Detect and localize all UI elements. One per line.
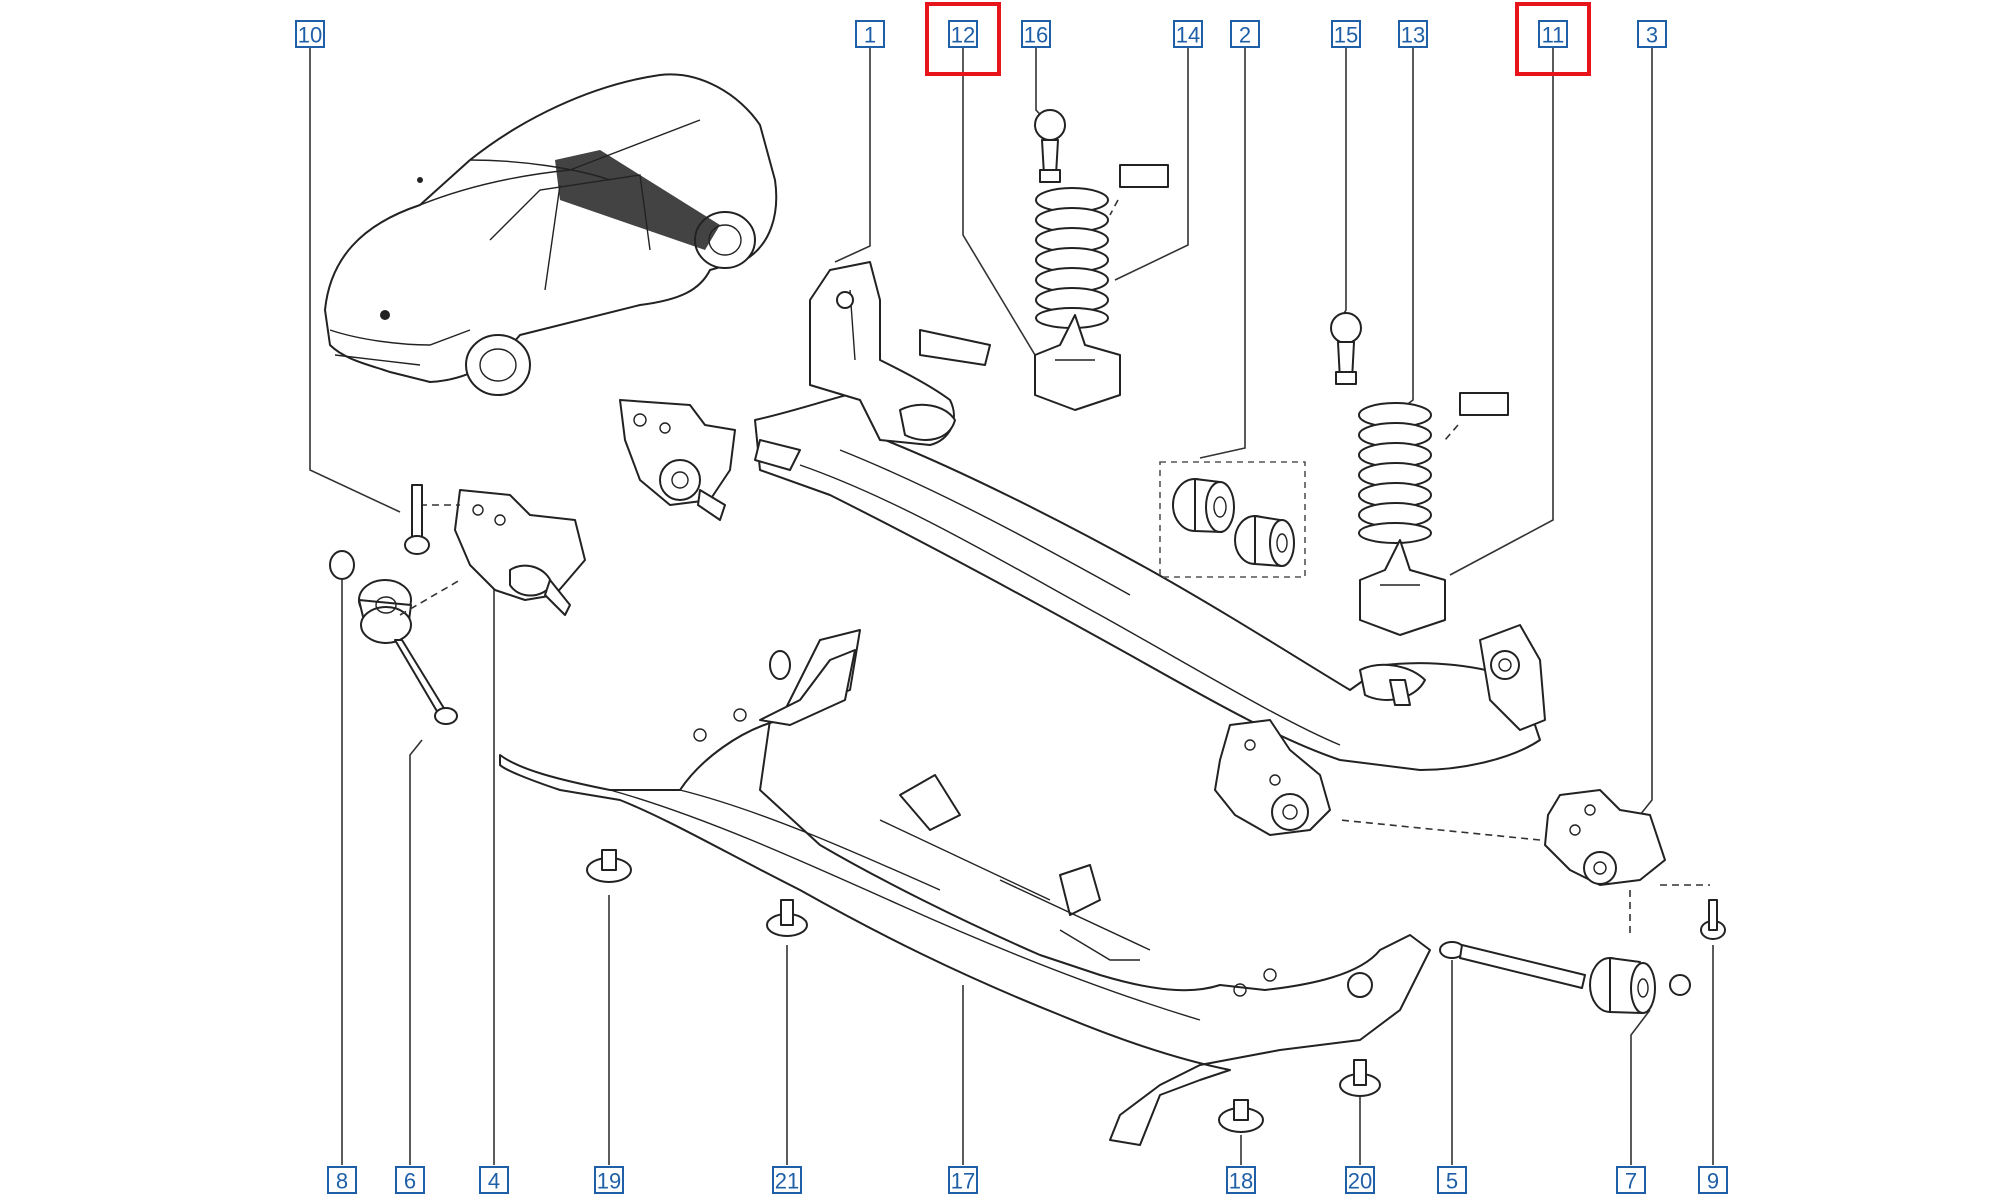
callout-number: 21 [775, 1169, 799, 1194]
callout-box [948, 20, 978, 48]
callout-12: 12 [925, 2, 1001, 76]
callout-number: 14 [1176, 23, 1200, 48]
callout-number: 2 [1239, 23, 1251, 48]
callout-7: 7 [1616, 1166, 1646, 1194]
right-bracket [1339, 789, 1666, 935]
callout-box [295, 20, 325, 48]
callout-8: 8 [327, 1166, 357, 1194]
car-illustration [324, 73, 778, 396]
callout-number: 17 [951, 1169, 975, 1194]
underbody-subframe [499, 629, 1431, 1146]
callout-number: 4 [488, 1169, 500, 1194]
callout-number: 19 [597, 1169, 621, 1194]
callout-box [1226, 1166, 1256, 1194]
callout-2: 2 [1230, 20, 1260, 48]
callout-19: 19 [594, 1166, 624, 1194]
callout-number: 5 [1446, 1169, 1458, 1194]
callout-number: 6 [404, 1169, 416, 1194]
left-spring-assembly [1034, 109, 1169, 411]
callout-number: 13 [1401, 23, 1425, 48]
callout-number: 11 [1542, 23, 1565, 48]
callout-9: 9 [1698, 1166, 1728, 1194]
callout-box [1538, 20, 1568, 48]
callout-box [855, 20, 885, 48]
callout-number: 8 [336, 1169, 348, 1194]
callout-14: 14 [1173, 20, 1203, 48]
callout-12-highlight [925, 2, 1001, 76]
callout-20: 20 [1345, 1166, 1375, 1194]
right-spring-assembly [1330, 312, 1509, 636]
callout-number: 15 [1334, 23, 1358, 48]
callout-13: 13 [1398, 20, 1428, 48]
callout-number: 3 [1646, 23, 1658, 48]
callout-21: 21 [772, 1166, 802, 1194]
callout-16: 16 [1021, 20, 1051, 48]
callout-number: 12 [951, 23, 975, 48]
callout-1: 1 [855, 20, 885, 48]
beam-left-mount [619, 399, 801, 521]
bushing-kit [1159, 461, 1306, 578]
callout-11-highlight [1515, 2, 1591, 76]
callout-box [1616, 1166, 1646, 1194]
callout-box [1331, 20, 1361, 48]
callout-box [1698, 1166, 1728, 1194]
callout-labels: 10 1 12 16 14 2 15 13 11 3 8 6 4 19 21 17 18 20 5 7 9 [295, 2, 1728, 1194]
callout-box [1345, 1166, 1375, 1194]
rear-axle-beam [754, 261, 1546, 771]
bottom-fasteners [586, 849, 1726, 1133]
callout-number: 1 [864, 23, 876, 48]
callout-box [1398, 20, 1428, 48]
callout-11: 11 [1515, 2, 1591, 76]
callout-box [594, 1166, 624, 1194]
leader-lines [309, 44, 1714, 1165]
callout-box [948, 1166, 978, 1194]
callout-4: 4 [479, 1166, 509, 1194]
callout-5: 5 [1437, 1166, 1467, 1194]
callout-number: 10 [298, 23, 322, 48]
callout-17: 17 [948, 1166, 978, 1194]
callout-box [1173, 20, 1203, 48]
callout-box [1637, 20, 1667, 48]
left-fasteners [329, 484, 461, 725]
callout-number: 16 [1024, 23, 1048, 48]
callout-box [479, 1166, 509, 1194]
callout-10: 10 [295, 20, 325, 48]
callout-15: 15 [1331, 20, 1361, 48]
callout-number: 18 [1229, 1169, 1253, 1194]
callout-3: 3 [1637, 20, 1667, 48]
callout-box [772, 1166, 802, 1194]
callout-number: 20 [1348, 1169, 1372, 1194]
callout-box [1021, 20, 1051, 48]
beam-right-mount [1214, 719, 1331, 836]
callout-box [327, 1166, 357, 1194]
callout-box [1437, 1166, 1467, 1194]
callout-box [1230, 20, 1260, 48]
callout-number: 9 [1707, 1169, 1719, 1194]
callout-6: 6 [395, 1166, 425, 1194]
callout-18: 18 [1226, 1166, 1256, 1194]
callout-number: 7 [1625, 1169, 1637, 1194]
left-bracket [420, 489, 586, 616]
callout-box [395, 1166, 425, 1194]
